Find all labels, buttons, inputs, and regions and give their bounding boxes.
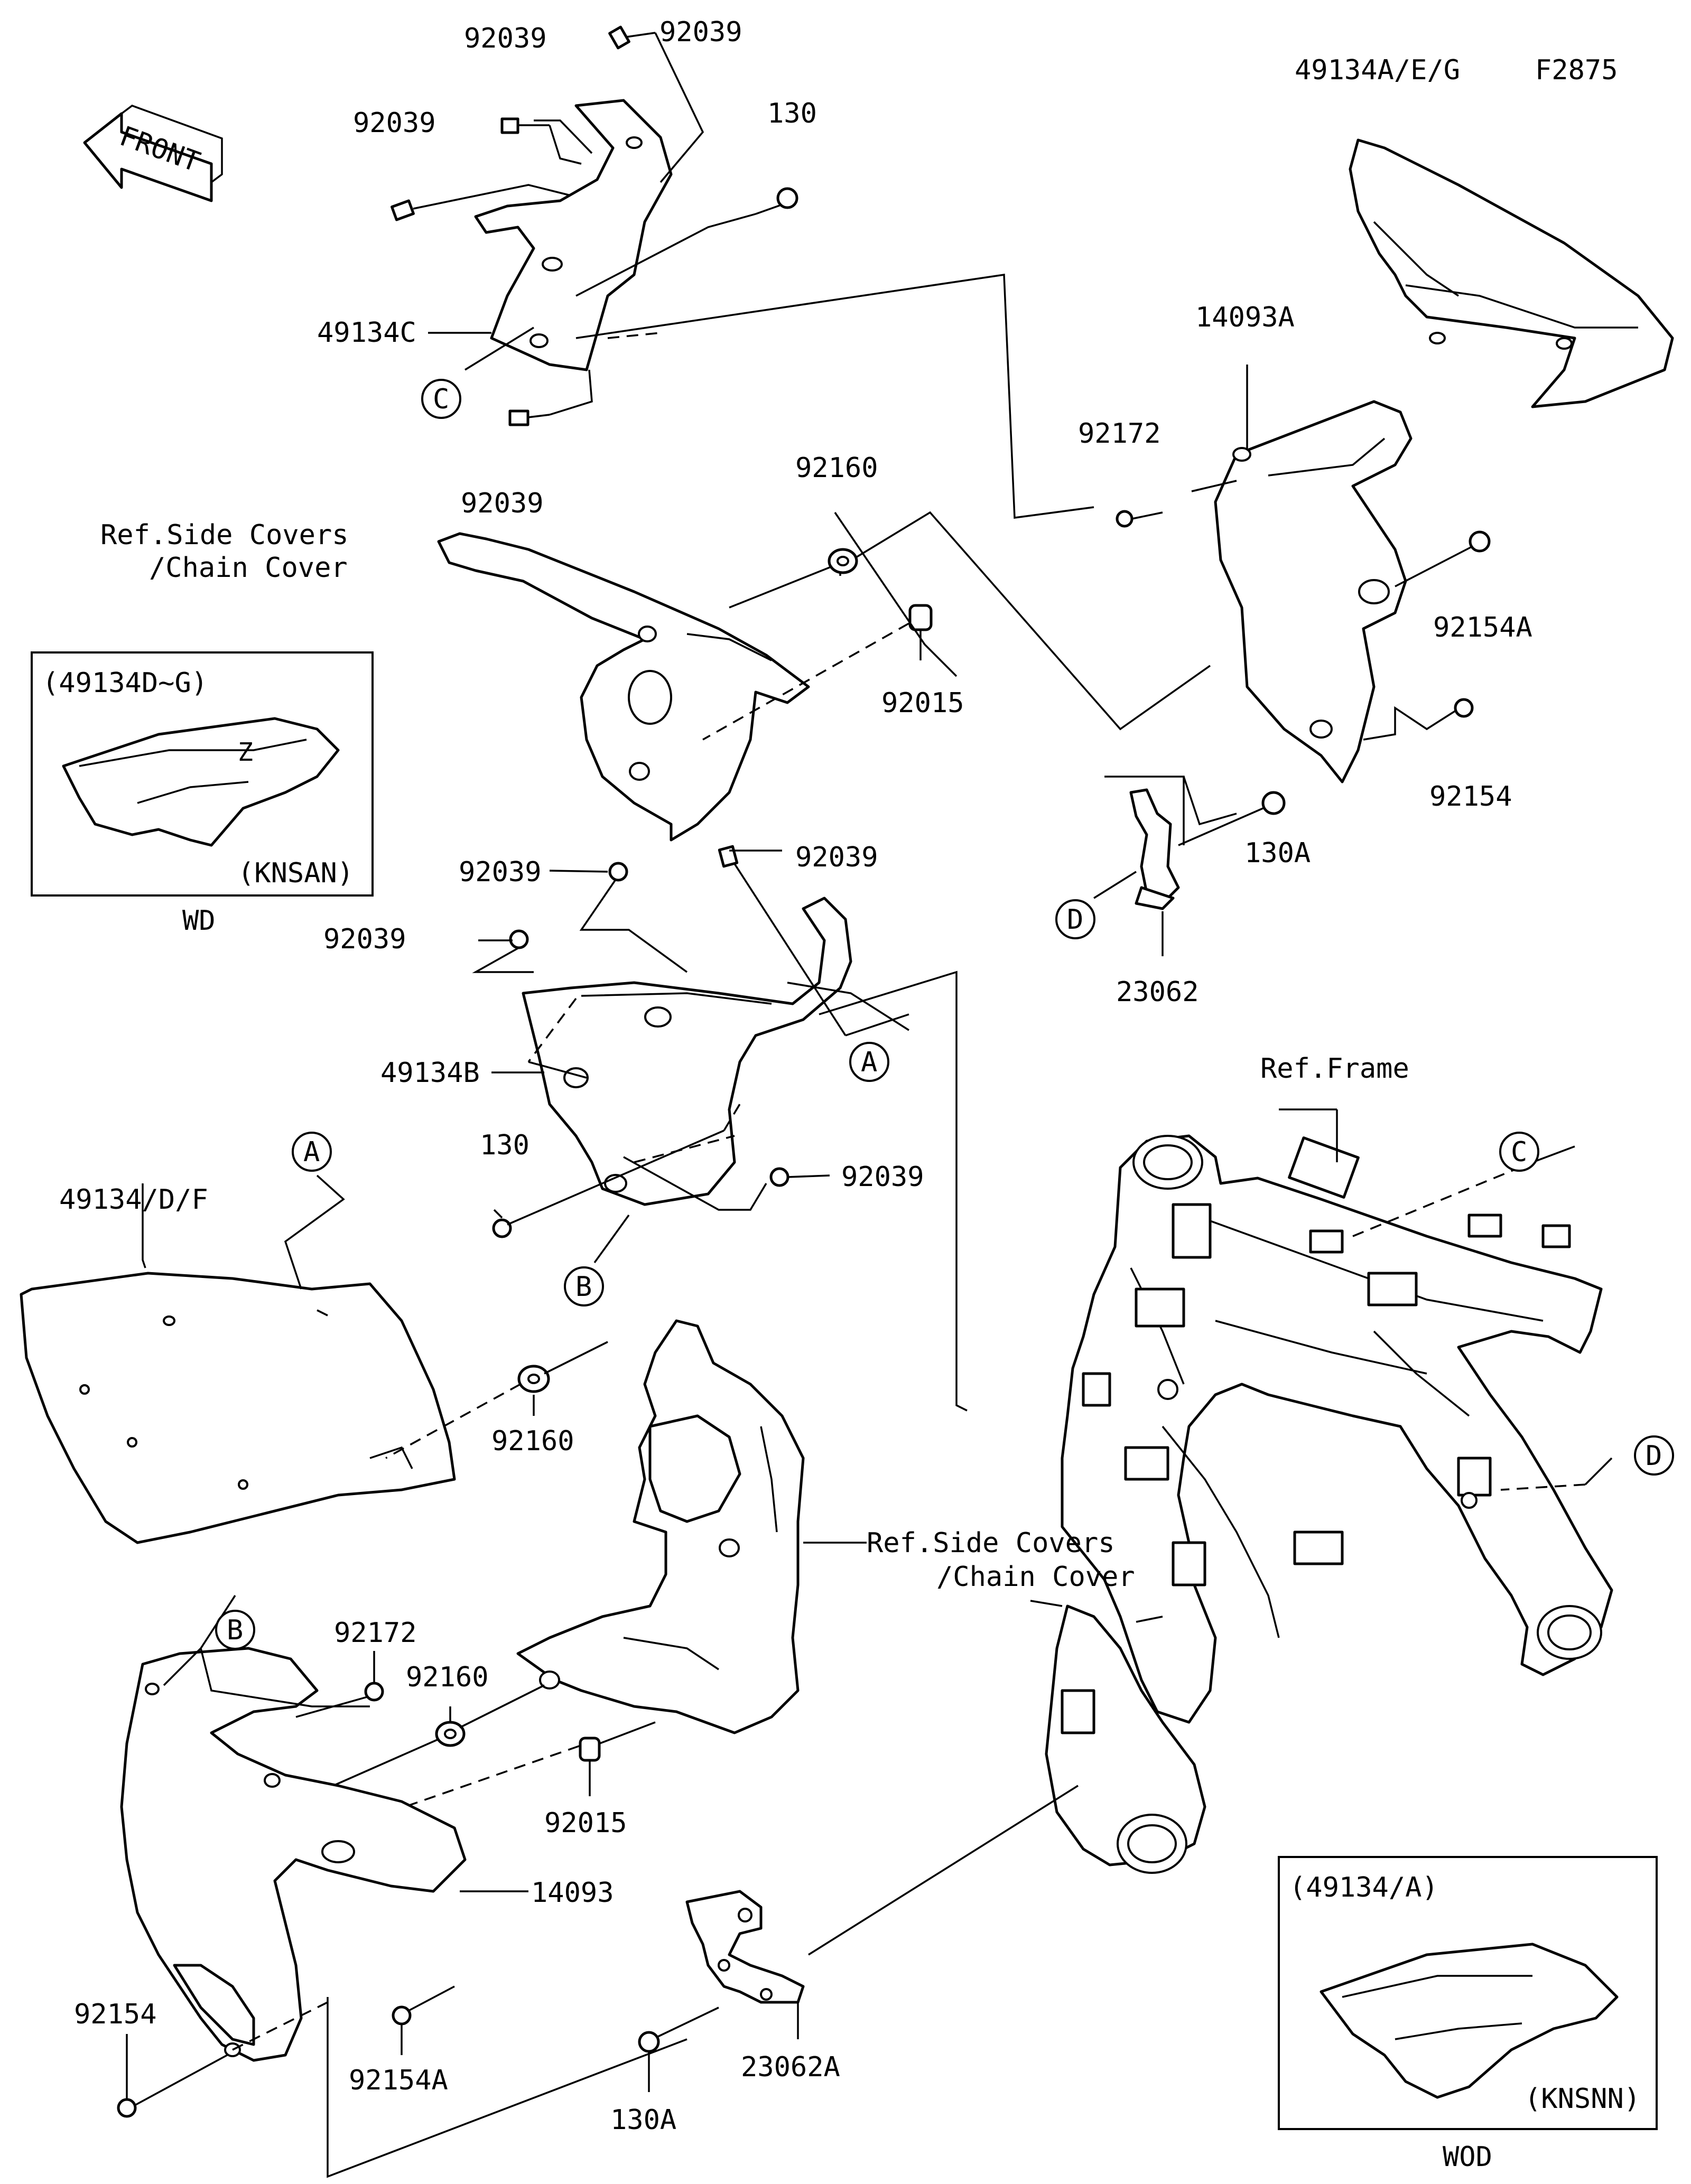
inset-right-code: (KNSNN) <box>1525 2083 1640 2115</box>
inset-left: Z <box>31 651 374 897</box>
label-92039-left: 92039 <box>353 107 436 139</box>
ref-side-cover-mid-shape <box>516 1319 805 1734</box>
grommet-92160-mid <box>517 1365 550 1393</box>
label-92172-low: 92172 <box>334 1617 417 1649</box>
callout-a-mid-label: A <box>861 1047 877 1078</box>
inset-logo-z: Z <box>238 738 253 767</box>
label-92154-low: 92154 <box>74 1999 157 2030</box>
label-92154-right: 92154 <box>1429 781 1512 813</box>
figure-code: F2875 <box>1535 54 1618 86</box>
frame-shape <box>1045 1134 1613 1874</box>
ref-side-cover-top-shape <box>437 532 810 842</box>
screw-92172-top <box>1116 510 1163 528</box>
screw-92154A-top <box>1395 530 1491 587</box>
label-14093: 14093 <box>531 1877 614 1909</box>
part-49134C <box>474 99 673 371</box>
callout-d-frame: D <box>1634 1435 1674 1476</box>
label-92039-mid1: 92039 <box>459 856 542 888</box>
label-92154A-low: 92154A <box>349 2065 448 2096</box>
callout-c-top-label: C <box>433 384 449 415</box>
label-92015-top: 92015 <box>881 687 964 719</box>
callout-d-frame-label: D <box>1646 1440 1662 1472</box>
label-92154A-top: 92154A <box>1433 612 1532 643</box>
label-49134DF: 49134/D/F <box>59 1184 208 1216</box>
callout-a-left: A <box>292 1132 332 1172</box>
screw-92039-under-c <box>508 409 550 426</box>
screw-92039-left <box>391 199 415 221</box>
label-130-mid: 130 <box>480 1130 529 1161</box>
bracket-23062A <box>685 1890 805 2004</box>
callout-c-frame-label: C <box>1511 1136 1527 1168</box>
screw-130A-low <box>638 2006 719 2092</box>
screw-92154-right <box>1363 698 1474 741</box>
label-92160-top: 92160 <box>795 452 878 484</box>
label-92172-top: 92172 <box>1078 418 1161 450</box>
label-130-top: 130 <box>767 98 817 129</box>
bracket-23062 <box>1129 788 1180 910</box>
screw-92039-mid3 <box>509 929 529 949</box>
label-23062A: 23062A <box>741 2051 840 2083</box>
inset-left-code: (KNSAN) <box>238 857 354 889</box>
part-49134DF <box>20 1272 456 1544</box>
screw-130A-top <box>1178 791 1286 846</box>
part-49134AEG <box>1349 138 1674 408</box>
label-92039-mid4: 92039 <box>841 1161 924 1193</box>
label-130A-top: 130A <box>1244 837 1311 869</box>
screw-92039-top2 <box>608 25 656 50</box>
callout-a-left-label: A <box>303 1136 320 1168</box>
callout-c-frame: C <box>1499 1132 1539 1172</box>
screw-92039-mid2 <box>718 845 782 868</box>
label-130A-low: 130A <box>610 2104 676 2136</box>
label-49134B: 49134B <box>380 1057 480 1089</box>
label-92039-top2: 92039 <box>659 16 742 48</box>
label-ref-side-covers-mid: Ref.Side Covers <box>867 1527 1115 1559</box>
callout-d-top-label: D <box>1067 904 1083 936</box>
screw-92039-mid4 <box>769 1167 830 1187</box>
callout-a-mid: A <box>849 1042 889 1082</box>
screw-92039-top <box>500 117 550 134</box>
screw-130-top <box>755 187 798 215</box>
inset-right-caption: WOD <box>1443 2141 1492 2173</box>
label-23062: 23062 <box>1116 976 1199 1008</box>
screw-92154-low <box>117 2001 328 2118</box>
screw-92039-mid1 <box>608 862 628 882</box>
label-ref-frame: Ref.Frame <box>1260 1053 1409 1085</box>
part-14093 <box>120 1647 467 2062</box>
screw-92154A-low <box>392 1985 455 2055</box>
callout-d-top: D <box>1055 899 1095 939</box>
grommet-92160-top <box>828 548 858 574</box>
callout-b-mid: B <box>564 1266 604 1306</box>
label-ref-side-covers-top: Ref.Side Covers <box>100 519 349 551</box>
label-ref-chain-cover-top: /Chain Cover <box>149 552 348 584</box>
label-92039-under-c: 92039 <box>461 488 544 519</box>
inset-left-title: (49134D~G) <box>42 667 208 699</box>
callout-c-top: C <box>421 379 461 419</box>
label-92015-low: 92015 <box>544 1807 627 1839</box>
screw-130-mid <box>492 1218 512 1238</box>
callout-b-mid-label: B <box>575 1271 592 1303</box>
label-92039-mid3: 92039 <box>323 923 406 955</box>
inset-left-caption: WD <box>182 905 216 937</box>
callout-b-low-label: B <box>227 1614 243 1646</box>
label-ref-chain-cover-mid: /Chain Cover <box>936 1561 1135 1593</box>
label-92039-mid2: 92039 <box>795 842 878 873</box>
label-49134AEG: 49134A/E/G <box>1295 54 1460 86</box>
label-92160-mid: 92160 <box>491 1425 574 1457</box>
callout-b-low: B <box>215 1610 255 1650</box>
label-92039-top: 92039 <box>464 23 547 54</box>
part-14093A <box>1214 400 1413 783</box>
label-14093A: 14093A <box>1195 302 1295 333</box>
inset-right <box>1278 1856 1658 2130</box>
label-49134C: 49134C <box>317 317 416 349</box>
inset-right-title: (49134/A) <box>1289 1872 1438 1903</box>
label-92160-low: 92160 <box>406 1662 489 1693</box>
part-49134B <box>522 897 852 1206</box>
front-arrow-icon: FRONT <box>83 105 223 202</box>
